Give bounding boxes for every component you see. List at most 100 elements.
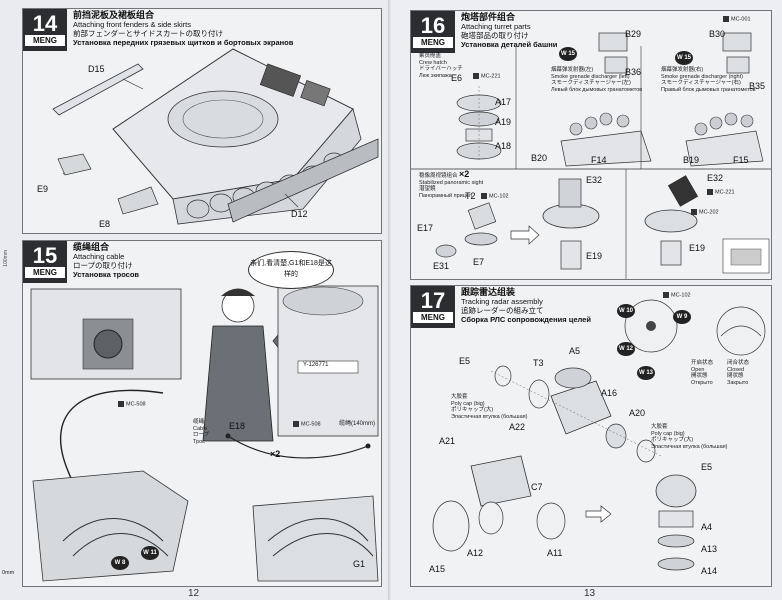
title-zh: 炮塔部件组合 [461,12,516,22]
mc-102-label: MC-102 [663,292,691,298]
closed-state-caption: 闭合状态 Closed 閉状態 Закрыто [727,360,749,386]
caption-ru: Правый блок дымовых гранатометов [661,86,756,93]
w8-badge: W 8 [111,556,129,570]
title-en: Tracking radar assembly [461,297,543,306]
caption-ja: スモークディスチャージャー(右) [661,80,741,86]
part-label-a16: A16 [601,388,618,398]
part-label-a21: A21 [439,436,456,446]
caption-en: Poly cap (big) [651,430,685,437]
mc-508-label-2: MC-508 [293,421,321,427]
step-15-titles: 缆绳组合 Attaching cable ロープの取り付け Установка … [73,242,140,280]
part-label-d15: D15 [88,64,105,74]
part-label-a22: A22 [509,422,526,432]
part-label-a20: A20 [629,408,646,418]
mc-code: MC-001 [731,16,751,23]
caption-en: Smoke grenade discharger (left) [551,73,630,80]
brand-label: MENG [413,312,453,323]
caption-zh: 烟幕弹发射器(右) [661,67,704,73]
caption-ru: Панорамный прицел [419,192,472,199]
mc-221-label-right: MC-221 [707,189,735,195]
smoke-right-caption: 烟幕弹发射器(右) Smoke grenade discharger (righ… [661,67,756,93]
part-label-a17: A17 [495,97,512,107]
speech-bubble: 亲们,看清楚,G1和E18是这样的 [248,251,334,289]
cable-ru: Трос [193,438,205,445]
part-label-f14: F14 [591,155,607,165]
part-label-a4: A4 [701,522,713,532]
part-label-e5: E5 [459,356,471,366]
step-17-badge: 17 MENG [411,286,455,328]
part-label-c7: C7 [531,482,543,492]
title-zh: 跟踪雷达组装 [461,287,516,297]
caption-ja: 閉状態 [727,373,744,379]
part-label-b36: B36 [625,67,642,77]
caption-zh: 大胶套 [651,424,668,430]
w10-badge: W 10 [617,304,635,318]
title-zh: 前挡泥板及裙板组合 [73,10,155,20]
cable-zh: 缆绳 [193,419,205,425]
part-label-e18: E18 [229,421,246,431]
caption-zh: 大胶套 [451,394,468,400]
title-ru: Установка тросов [73,270,140,279]
part-label-e6: E6 [451,73,463,83]
mc-code: MC-221 [715,189,735,196]
part-label-a12: A12 [467,548,484,558]
poly-cap-caption-left: 大胶套 Poly cap (big) ポリキャップ(大) Эластичная … [451,394,527,420]
part-label-a15: A15 [429,564,446,574]
mc-202-label: MC-202 [691,209,719,215]
part-label-g1: G1 [353,559,366,569]
step-15-badge: 15 MENG [23,241,67,283]
title-zh: 缆绳组合 [73,242,110,252]
title-en: Attaching cable [73,252,125,261]
caption-en: Stabilized panoramic sight [419,179,484,186]
page-number-right: 13 [584,588,596,599]
step-number: 14 [32,11,58,36]
part-label-a5: A5 [569,346,581,356]
brand-label: MENG [413,37,453,48]
part-label-a13: A13 [701,544,718,554]
step-14-titles: 前挡泥板及裙板组合 Attaching front fenders & side… [73,10,293,48]
caption-ru: Левый блок дымовых гранатометов [551,86,643,93]
open-state-caption: 开启状态 Open 開状態 Открыто [691,360,713,386]
title-ja: 前部フェンダーとサイドスカートの取り付け [73,29,223,38]
caption-ja: ドライバーハッチ [419,66,463,72]
step-number: 17 [420,288,446,313]
quantity-times-2: ×2 [270,449,281,459]
mc-code: MC-508 [126,401,146,408]
mc-code: MC-202 [699,209,719,216]
part-label-a11: A11 [547,548,563,558]
ruler-top-label: 100mm [3,250,9,267]
caption-ja: スモークディスチャージャー(左) [551,80,631,86]
step-16-titles: 炮塔部件组合 Attaching turret parts 砲塔部品の取り付け … [461,12,557,50]
part-label-a18: A18 [495,141,512,151]
caption-en: Open [691,366,705,373]
part-label-e31: E31 [433,261,450,271]
step-17-panel: 17 MENG 跟踪雷达组装 Tracking radar assembly 追… [410,285,772,587]
caption-en: Crew hatch [419,59,447,66]
left-page: 100mm 0mm 14 MENG 前挡泥板及裙板组合 Attaching fr… [0,0,392,600]
w12-badge: W 12 [617,342,635,356]
caption-ja: 開状態 [691,373,708,379]
caption-ru: Эластичная втулка (большая) [451,413,528,420]
w9-badge: W 9 [673,310,691,324]
part-label-a14: A14 [701,566,718,576]
part-label-e19: E19 [586,251,603,261]
part-label-t2: T2 [465,191,476,201]
brand-label: MENG [25,35,65,46]
step-14-badge: 14 MENG [23,9,67,51]
caption-zh: 稳像周视镜组合 [419,173,458,179]
mc-001-label: MC-001 [723,16,751,22]
part-label-a19: A19 [495,117,512,127]
cable-drawing [30,285,379,582]
right-page: 16 MENG 炮塔部件组合 Attaching turret parts 砲塔… [392,0,782,600]
page-number-left: 12 [188,588,200,599]
quantity-times-2: ×2 [459,169,470,179]
caption-ru: Люк экипажа [419,72,452,79]
hull-drawing [52,48,379,225]
caption-zh: 闭合状态 [727,360,750,366]
cable-label: 缆绳 Cable ロープ Трос [193,419,209,445]
smoke-left-caption: 烟幕弹发射器(左) Smoke grenade discharger (left… [551,67,642,93]
part-label-b35: B35 [749,81,766,91]
caption-ja: ポリキャップ(大) [451,407,494,413]
w15-badge-right: W 15 [675,51,693,65]
caption-en: Poly cap (big) [451,400,485,407]
